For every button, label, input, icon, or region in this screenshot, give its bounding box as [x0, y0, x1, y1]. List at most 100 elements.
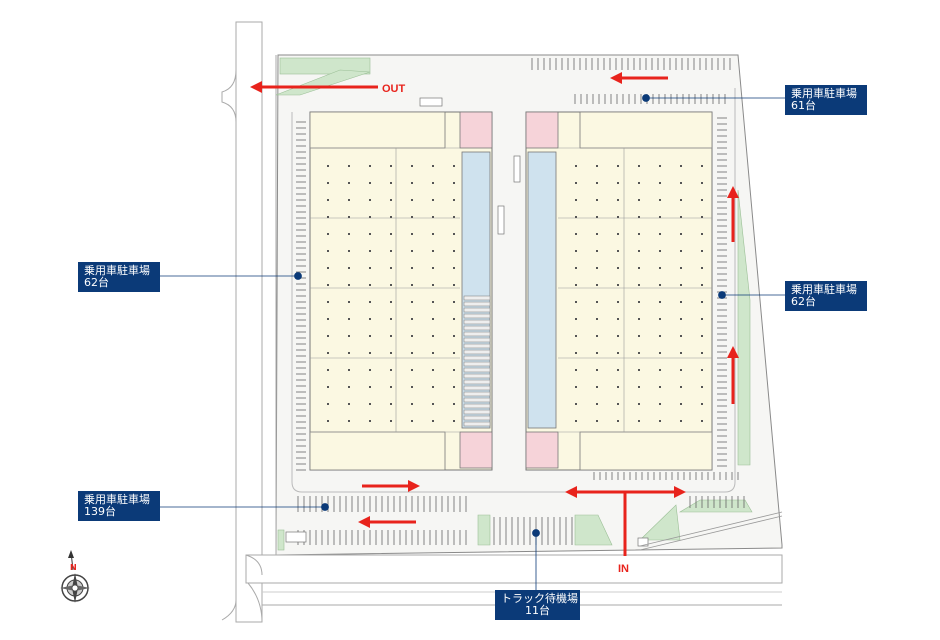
- column-dot: [617, 182, 619, 184]
- column-dot: [596, 267, 598, 269]
- column-dot: [432, 284, 434, 286]
- column-dot: [659, 199, 661, 201]
- column-dot: [453, 301, 455, 303]
- arrow-bottom-left-icon: [358, 516, 416, 528]
- column-dot: [575, 318, 577, 320]
- callout-name: 乗用車駐車場: [791, 87, 857, 100]
- arrow-in-split-icon: [565, 486, 686, 556]
- column-dot: [617, 199, 619, 201]
- column-dot: [596, 369, 598, 371]
- column-dot: [327, 335, 329, 337]
- column-dot: [327, 420, 329, 422]
- column-dot: [596, 199, 598, 201]
- column-dot: [680, 165, 682, 167]
- column-dot: [680, 250, 682, 252]
- column-dot: [348, 284, 350, 286]
- column-dot: [327, 267, 329, 269]
- column-dot: [596, 284, 598, 286]
- column-dot: [453, 250, 455, 252]
- column-dot: [390, 301, 392, 303]
- column-dot: [701, 318, 703, 320]
- callout-parking-bottom-left: 乗用車駐車場 139台: [78, 491, 160, 521]
- column-dot: [348, 267, 350, 269]
- column-dot: [432, 165, 434, 167]
- column-dot: [701, 182, 703, 184]
- column-dot: [575, 335, 577, 337]
- column-dot: [596, 250, 598, 252]
- column-dot: [453, 284, 455, 286]
- ramp-segment: [463, 403, 491, 409]
- traffic-arrows: [250, 72, 739, 556]
- column-dot: [575, 182, 577, 184]
- column-dot: [432, 216, 434, 218]
- arrow-out-icon: [250, 81, 378, 93]
- column-dot: [453, 386, 455, 388]
- column-dot: [596, 335, 598, 337]
- column-dot: [680, 216, 682, 218]
- column-dot: [348, 386, 350, 388]
- callout-name: トラック待機場: [501, 592, 578, 605]
- column-dot: [575, 386, 577, 388]
- column-dot: [432, 199, 434, 201]
- column-dot: [432, 267, 434, 269]
- stair-core-nw: [459, 111, 493, 149]
- column-dot: [659, 284, 661, 286]
- column-dot: [659, 335, 661, 337]
- column-dot: [617, 267, 619, 269]
- column-dot: [453, 403, 455, 405]
- column-dot: [390, 335, 392, 337]
- column-dot: [617, 233, 619, 235]
- column-dot: [432, 301, 434, 303]
- column-dot: [411, 301, 413, 303]
- column-dot: [701, 301, 703, 303]
- column-dot: [327, 369, 329, 371]
- column-dot: [575, 352, 577, 354]
- parking-stalls-top: [531, 58, 731, 70]
- column-dot: [411, 267, 413, 269]
- column-dot: [348, 199, 350, 201]
- column-dot: [432, 335, 434, 337]
- column-dot: [617, 369, 619, 371]
- column-dot: [369, 216, 371, 218]
- ramp-segment: [463, 343, 491, 349]
- column-dot: [411, 284, 413, 286]
- column-dot: [369, 386, 371, 388]
- column-dot: [701, 233, 703, 235]
- column-dot: [327, 216, 329, 218]
- column-dot: [390, 420, 392, 422]
- ramp-segment: [463, 415, 491, 421]
- column-dot: [680, 352, 682, 354]
- column-dot: [390, 267, 392, 269]
- parking-stalls-top-row2: [574, 94, 726, 104]
- column-dot: [390, 318, 392, 320]
- ramp-segment: [463, 313, 491, 319]
- callout-count: 62台: [791, 295, 816, 308]
- column-dot: [411, 335, 413, 337]
- column-dot: [575, 284, 577, 286]
- callout-count: 11台: [525, 604, 550, 617]
- column-dot: [638, 318, 640, 320]
- column-dot: [638, 165, 640, 167]
- callout-leaders: [160, 94, 785, 590]
- column-dot: [411, 250, 413, 252]
- column-dot: [369, 403, 371, 405]
- in-label: IN: [618, 563, 629, 575]
- column-dot: [432, 182, 434, 184]
- column-dot: [453, 216, 455, 218]
- column-dot: [369, 233, 371, 235]
- column-dot: [411, 182, 413, 184]
- arrow-bottom-right-icon: [362, 480, 420, 492]
- column-dot: [453, 233, 455, 235]
- gate-lines: [639, 511, 783, 551]
- column-dot: [411, 318, 413, 320]
- column-dot: [659, 233, 661, 235]
- column-dot: [411, 216, 413, 218]
- column-dot: [680, 318, 682, 320]
- column-dot: [411, 369, 413, 371]
- ramp-segment: [463, 307, 491, 313]
- column-dot: [390, 284, 392, 286]
- column-dot: [453, 165, 455, 167]
- column-dot: [348, 233, 350, 235]
- ramp-segment: [463, 301, 491, 307]
- column-dot: [638, 301, 640, 303]
